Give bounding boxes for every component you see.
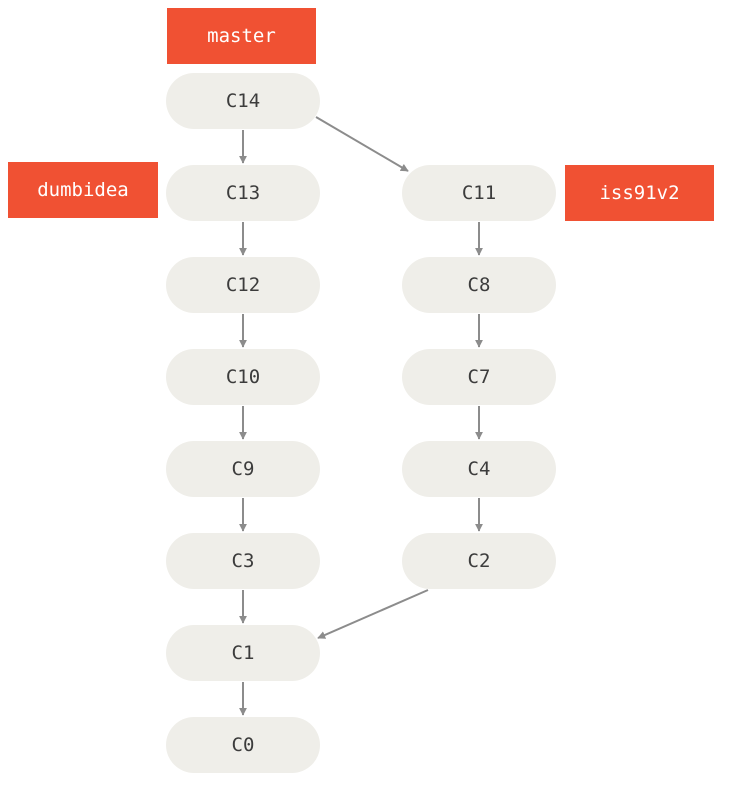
- commit-node-c14: C14: [166, 73, 320, 129]
- branch-label-dumbidea: dumbidea: [8, 162, 158, 218]
- commit-node-c7: C7: [402, 349, 556, 405]
- branch-label-master: master: [167, 8, 316, 64]
- commit-node-c4: C4: [402, 441, 556, 497]
- commit-node-c3: C3: [166, 533, 320, 589]
- commit-node-c12: C12: [166, 257, 320, 313]
- edge-c2-c1: [317, 589, 429, 639]
- branch-label-iss91v2: iss91v2: [565, 165, 714, 221]
- edge-c14-c11: [315, 116, 409, 172]
- commit-node-c0: C0: [166, 717, 320, 773]
- commit-node-c1: C1: [166, 625, 320, 681]
- commit-node-c13: C13: [166, 165, 320, 221]
- commit-node-c8: C8: [402, 257, 556, 313]
- commit-node-c2: C2: [402, 533, 556, 589]
- commit-node-c11: C11: [402, 165, 556, 221]
- commit-node-c10: C10: [166, 349, 320, 405]
- commit-node-c9: C9: [166, 441, 320, 497]
